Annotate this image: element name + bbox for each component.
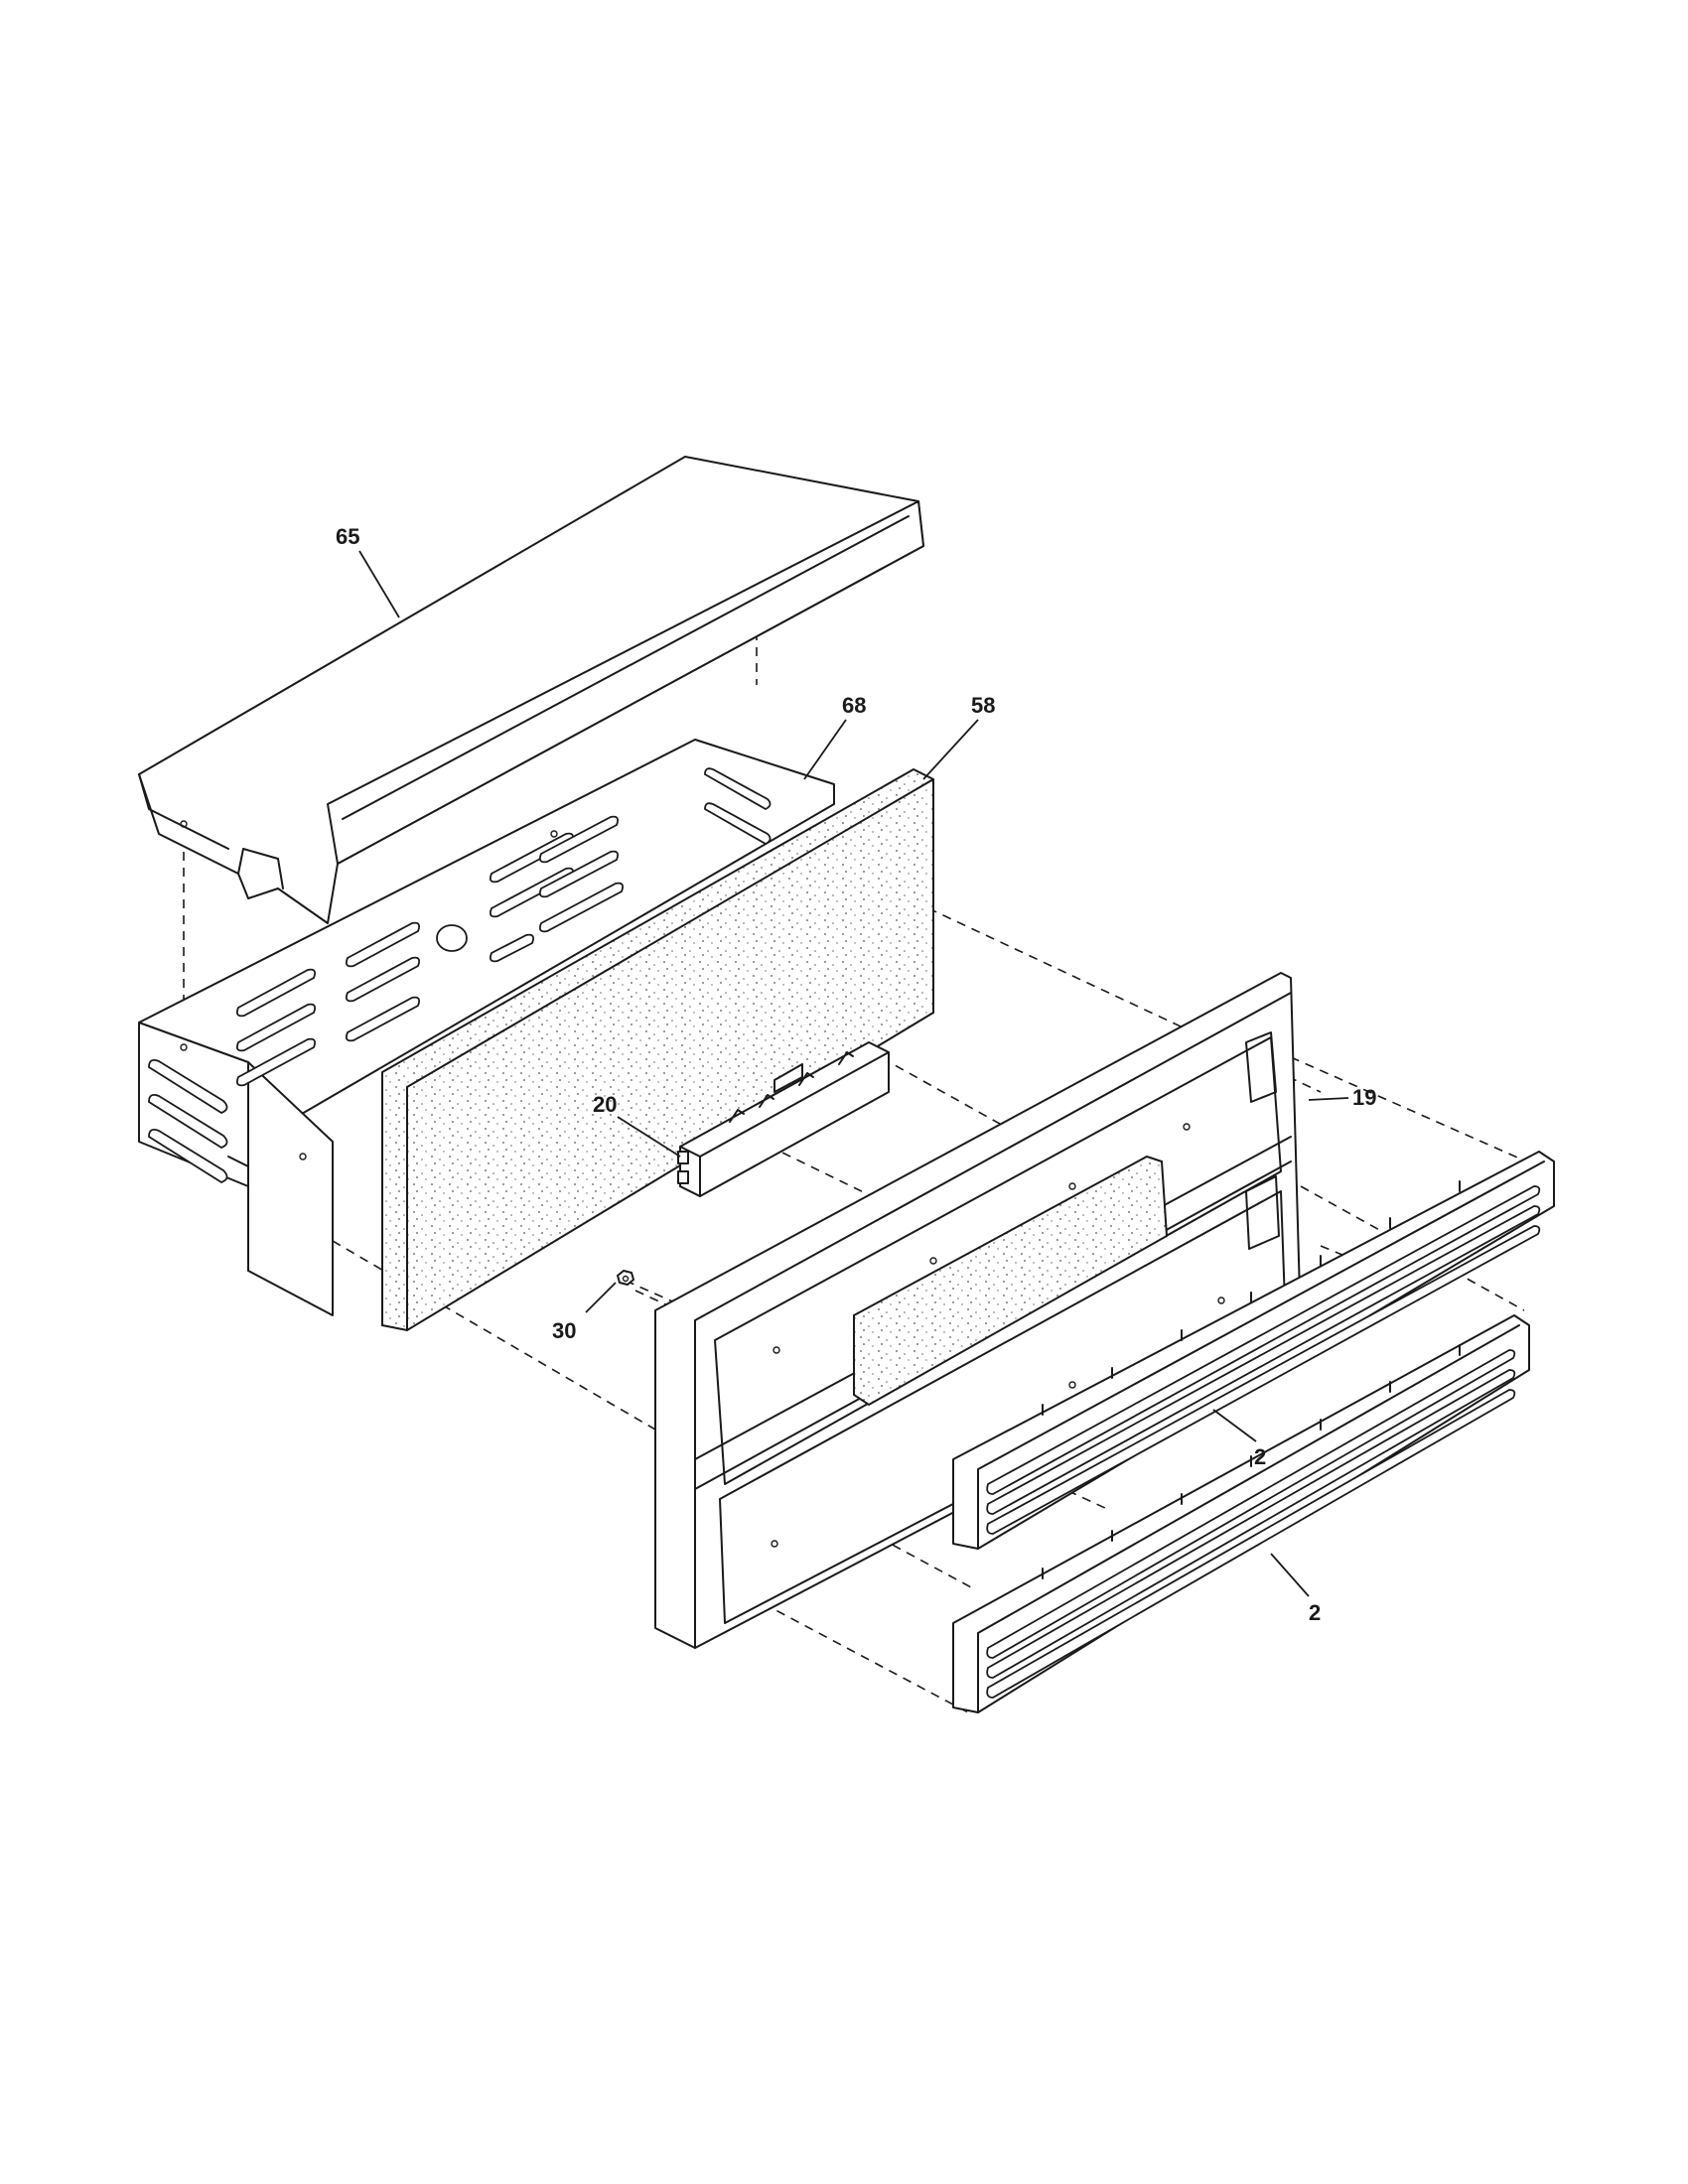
part-30-nut	[617, 1270, 634, 1286]
callout-19: 19	[1352, 1085, 1376, 1110]
part-68-vented-housing	[138, 739, 835, 1316]
callout-30: 30	[552, 1318, 576, 1343]
callout-20: 20	[593, 1092, 617, 1117]
part-58-insulation-panel	[381, 767, 934, 1332]
part-2-lower-vent-grille	[952, 1314, 1530, 1713]
leader-lines	[358, 550, 1349, 1597]
part-2-upper-vent-grille	[952, 1151, 1555, 1550]
callout-2-upper: 2	[1254, 1444, 1266, 1469]
callout-2-lower: 2	[1309, 1600, 1321, 1625]
part-20-control-board	[677, 1041, 890, 1197]
callout-labels: 65 68 58 20 19 30 2 2	[336, 524, 1376, 1625]
part-65-top-cover	[138, 456, 924, 924]
callout-58: 58	[971, 693, 995, 718]
part-19-front-frame	[654, 972, 1302, 1649]
callout-65: 65	[336, 524, 359, 549]
callout-68: 68	[842, 693, 866, 718]
